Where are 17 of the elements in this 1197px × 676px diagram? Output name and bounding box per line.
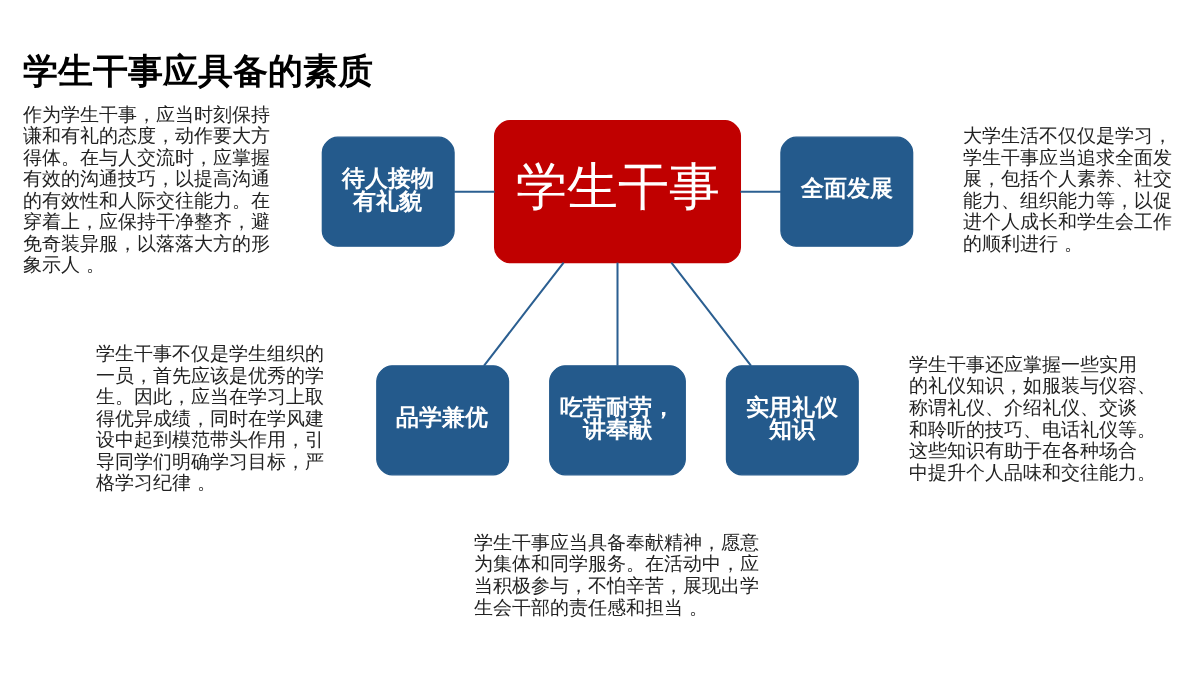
node-label: 学生干事还应掌握一些实用的礼仪知识，如服装与仪容、称谓礼仪、介绍礼仪、交谈和聆听的技巧、电话礼仪等。这些知识有助于在各种场合中提升个人品味和交往能力。 — [908, 352, 1156, 483]
node-box: 全面发展 — [780, 136, 914, 247]
connector — [616, 262, 619, 366]
connector — [670, 262, 752, 367]
node-box: 待人接物有礼貌 — [321, 136, 455, 247]
node-box: 吃苦耐劳，讲奉献 — [549, 365, 686, 476]
node-label: 学生干事应当具备奉献精神，愿意为集体和同学服务。在活动中，应当积极参与，不怕辛苦，展现出学生会干部的责任感和担当 。 — [474, 530, 760, 618]
connector — [454, 190, 495, 193]
diagram-title: 学生干事应具备的素质 — [23, 50, 374, 92]
node-label: 作为学生干事，应当时刻保持谦和有礼的态度，动作要大方得体。在与人交流时，应掌握有效的沟通技巧，以提高沟通的有效性和人际交往能力。在穿着上，应保持干净整齐，避免奇装异服，以落落大方的形象示人 。 — [23, 102, 271, 276]
node-box: 学生干事 — [494, 120, 741, 264]
node-box: 实用礼仪知识 — [725, 365, 859, 476]
node-box: 品学兼优 — [376, 365, 510, 476]
connector — [483, 262, 565, 367]
connector — [740, 190, 781, 193]
node-label: 学生干事不仅是学生组织的一员，首先应该是优秀的学生。因此，应当在学习上取得优异成绩，同时在学风建设中起到模范带头作用，引导同学们明确学习目标，严格学习纪律 。 — [96, 342, 325, 494]
node-label: 大学生活不仅仅是学习，学生干事应当追求全面发展，包括个人素养、社交能力、组织能力等，以促进个人成长和学生会工作的顺利进行 。 — [963, 124, 1173, 254]
